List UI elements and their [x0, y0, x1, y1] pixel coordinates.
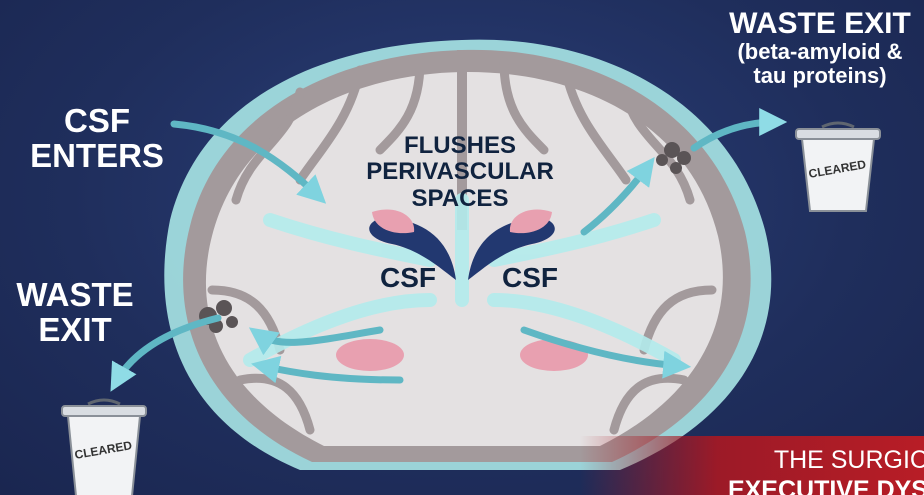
- trash-bin-right-icon: CLEARED: [792, 119, 884, 219]
- pink-structure-bottom-left: [336, 339, 404, 371]
- label-waste-exit-left: WASTE EXIT: [10, 278, 140, 347]
- banner-line2: EXECUTIVE DYS: [728, 476, 924, 495]
- label-waste-exit-left-line2: EXIT: [10, 313, 140, 348]
- label-waste-exit-left-line1: WASTE: [10, 278, 140, 313]
- label-waste-exit-right-sub1: (beta-amyloid &: [700, 40, 924, 64]
- label-flushes-line1: FLUSHES: [340, 133, 580, 159]
- label-flushes-line3: SPACES: [340, 186, 580, 212]
- label-csf-enters: CSF ENTERS: [22, 104, 172, 173]
- label-csf-enters-line1: CSF: [22, 104, 172, 139]
- label-flushes-perivascular: FLUSHES PERIVASCULAR SPACES: [340, 133, 580, 212]
- trash-bin-left-icon: CLEARED: [58, 396, 150, 495]
- label-csf-right: CSF: [490, 263, 570, 292]
- label-flushes-line2: PERIVASCULAR: [340, 159, 580, 185]
- label-waste-exit-right-title: WASTE EXIT: [700, 8, 924, 40]
- label-waste-exit-right: WASTE EXIT (beta-amyloid & tau proteins): [700, 8, 924, 88]
- label-waste-exit-right-sub2: tau proteins): [700, 64, 924, 88]
- label-csf-left: CSF: [368, 263, 448, 292]
- label-csf-enters-line2: ENTERS: [22, 139, 172, 174]
- banner-line1: THE SURGIC: [774, 446, 924, 475]
- title-banner: THE SURGIC EXECUTIVE DYS: [580, 436, 924, 495]
